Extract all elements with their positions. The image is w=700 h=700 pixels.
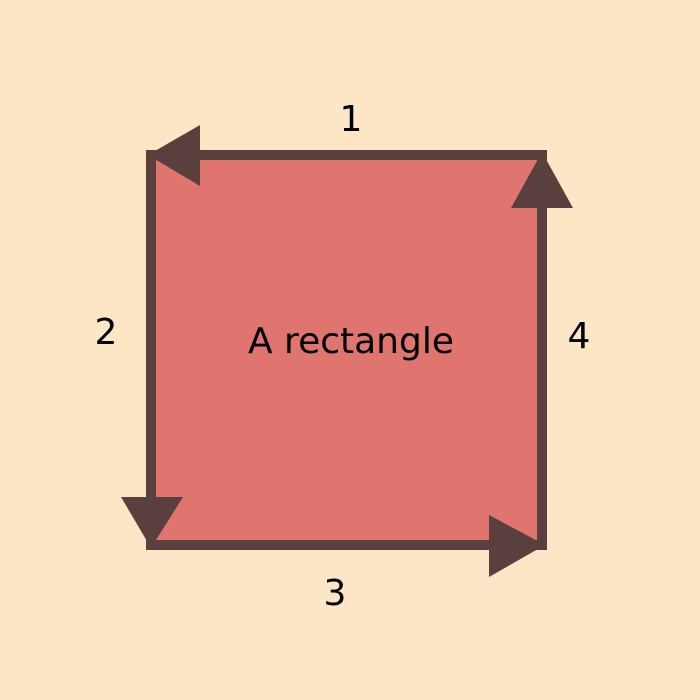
arrow-right-icon [489,515,545,577]
edge-label-4: 4 [568,316,591,357]
arrow-down-icon [121,497,183,548]
edge-label-3: 3 [324,573,347,614]
edge-label-2: 2 [95,312,118,353]
arrow-left-icon [148,125,200,186]
arrow-up-icon [511,152,573,208]
edge-label-1: 1 [340,99,363,140]
shape-label: A rectangle [248,321,454,362]
rectangle-shape [146,150,547,550]
